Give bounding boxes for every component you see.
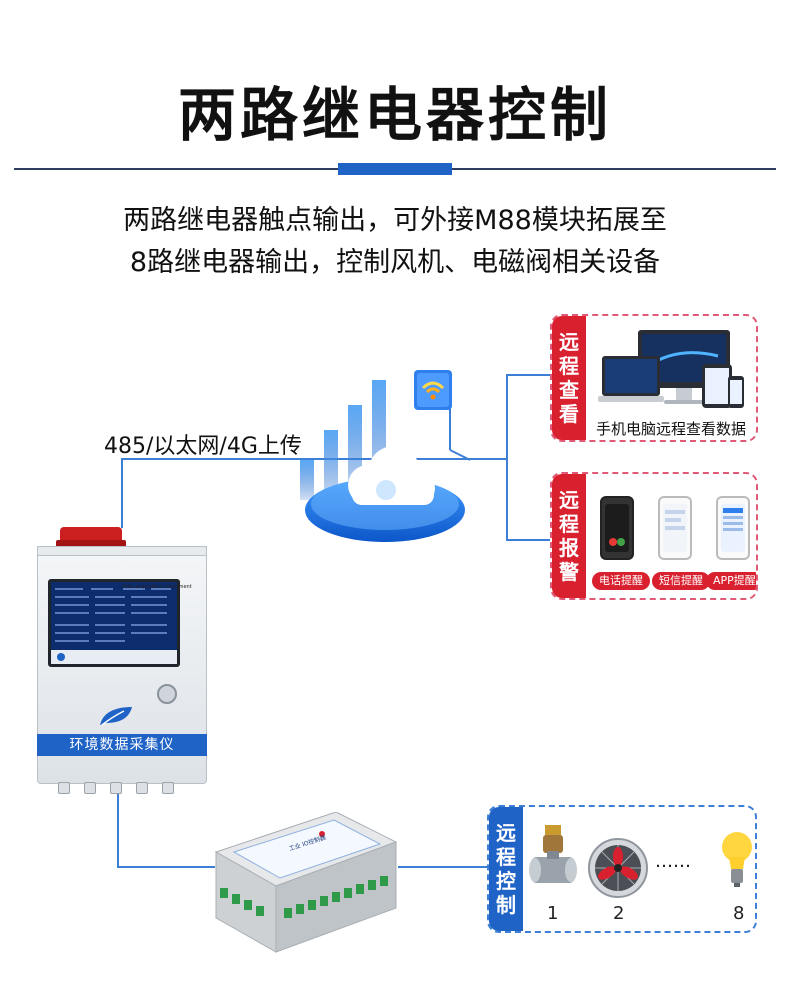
phone-call-illustration bbox=[600, 496, 634, 560]
uplink-label: 485/以太网/4G上传 bbox=[104, 434, 302, 459]
connector-device-down bbox=[117, 794, 119, 866]
remote-view-caption: 手机电脑远程查看数据 bbox=[596, 420, 747, 438]
device-number-2: 2 bbox=[613, 903, 625, 924]
connector-module-to-control bbox=[398, 866, 489, 868]
remote-view-panel: 远 程 查 看 手机电脑远程查看数据 bbox=[550, 314, 758, 442]
cloud-icon bbox=[290, 360, 471, 550]
wifi-icon bbox=[414, 370, 452, 410]
leaf-icon bbox=[98, 705, 134, 727]
connector-right-vertical bbox=[506, 374, 508, 540]
alert-call-badge: 电话提醒 bbox=[592, 572, 650, 590]
remote-control-panel: 远 程 控 制 …… 1 2 8 bbox=[487, 805, 757, 933]
connector-uplink-horizontal bbox=[121, 458, 507, 460]
relay-module: 工业 IO控制器 bbox=[206, 811, 402, 962]
device-screen bbox=[48, 579, 180, 667]
cable-gland bbox=[162, 782, 174, 794]
fan-icon bbox=[587, 837, 649, 903]
ellipsis: …… bbox=[655, 851, 691, 872]
alert-sms-badge: 短信提醒 bbox=[652, 572, 710, 590]
alarm-siren-base bbox=[56, 540, 126, 550]
device-number-1: 1 bbox=[547, 903, 559, 924]
valve-icon bbox=[527, 823, 579, 903]
remote-control-tag: 远 程 控 制 bbox=[489, 807, 523, 931]
page-title: 两路继电器控制 bbox=[177, 81, 612, 149]
device-band-label: 环境数据采集仪 bbox=[37, 734, 207, 756]
cable-gland bbox=[84, 782, 96, 794]
device-number-8: 8 bbox=[733, 903, 745, 924]
phone-app-illustration bbox=[716, 496, 750, 560]
device-knob bbox=[157, 684, 177, 704]
connector-to-module bbox=[117, 866, 215, 868]
device-screen-title: Data acquisition instrument bbox=[122, 584, 192, 590]
connector-to-view-panel bbox=[506, 374, 552, 376]
description-line-2: 8路继电器输出，控制风机、电磁阀相关设备 bbox=[129, 247, 661, 278]
device-top-lip bbox=[37, 546, 207, 556]
connector-to-alarm-panel bbox=[506, 539, 552, 541]
title-divider-accent bbox=[338, 163, 452, 175]
alert-app-badge: APP提醒 bbox=[706, 572, 756, 590]
cable-gland bbox=[58, 782, 70, 794]
remote-view-tag: 远 程 查 看 bbox=[552, 316, 586, 440]
bulb-icon bbox=[721, 829, 753, 897]
remote-alarm-panel: 远 程 报 警 电话提醒 短信提醒 APP提醒 bbox=[550, 472, 758, 600]
remote-alarm-tag: 远 程 报 警 bbox=[552, 474, 586, 598]
devices-illustration bbox=[598, 330, 744, 408]
description-line-1: 两路继电器触点输出，可外接M88模块拓展至 bbox=[123, 205, 667, 236]
phone-sms-illustration bbox=[658, 496, 692, 560]
connector-device-up bbox=[121, 458, 123, 528]
cable-gland bbox=[136, 782, 148, 794]
cable-gland bbox=[110, 782, 122, 794]
